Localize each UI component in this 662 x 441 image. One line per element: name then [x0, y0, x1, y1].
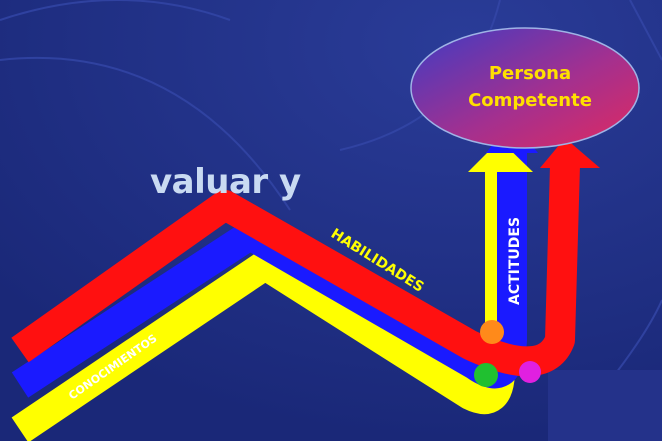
goal-oval: [410, 27, 640, 149]
band-habilidades: [11, 164, 580, 377]
goal-text-line1: Persona: [489, 63, 571, 84]
blend-green: [474, 363, 498, 387]
competence-ribbon: [11, 140, 580, 441]
arrowhead-red: [540, 138, 600, 168]
goal-text-line2: Competente: [468, 90, 592, 111]
blend-magenta: [519, 361, 541, 383]
slide-title-fragment: valuar y: [150, 162, 301, 202]
arrowhead-yellow: [468, 140, 533, 172]
blend-orange: [480, 320, 504, 344]
band-actitudes: [11, 140, 527, 398]
right-panel: [548, 370, 662, 441]
label-actitudes: ACTITUDES: [507, 217, 523, 305]
